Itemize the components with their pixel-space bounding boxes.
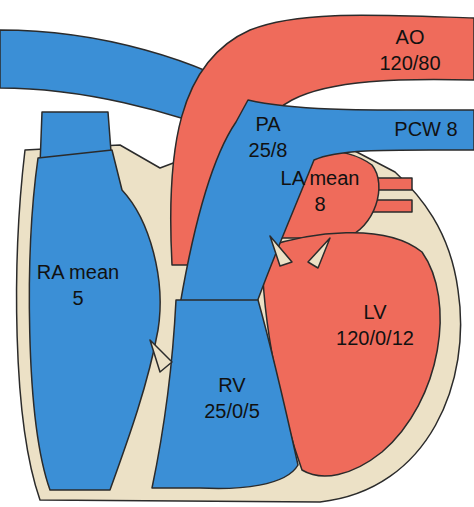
pressure-text: 25/0/5 [204,398,260,424]
right-atrium-label: RA mean5 [30,258,126,312]
left-ventricle-label: LV120/0/12 [318,298,432,352]
pressure-text: RV [218,372,245,398]
aorta-label: AO120/80 [350,22,470,78]
pressure-text: 25/8 [249,137,288,163]
valve-leaflet [270,236,292,266]
right-ventricle [152,300,298,488]
pressure-text: 120/0/12 [336,325,414,351]
valve-leaflet [150,340,172,372]
left-atrium-label: LA mean8 [270,164,370,218]
wedge-pressure-label: PCW 8 [380,116,472,142]
pressure-text: LA mean [281,165,360,191]
pressure-text: 120/80 [379,50,440,76]
pressure-text: 8 [314,191,325,217]
pulmonary-artery [180,100,474,305]
valve-leaflet [308,238,330,268]
right-atrium [29,150,160,490]
pressure-text: PCW 8 [394,116,457,142]
right-ventricle-label: RV25/0/5 [178,371,286,425]
pulmonary-artery-label: PA25/8 [228,110,308,164]
pressure-text: RA mean [37,259,119,285]
pressure-text: LV [364,299,387,325]
pressure-text: 5 [72,285,83,311]
pressure-text: PA [255,111,280,137]
pressure-text: AO [396,24,425,50]
